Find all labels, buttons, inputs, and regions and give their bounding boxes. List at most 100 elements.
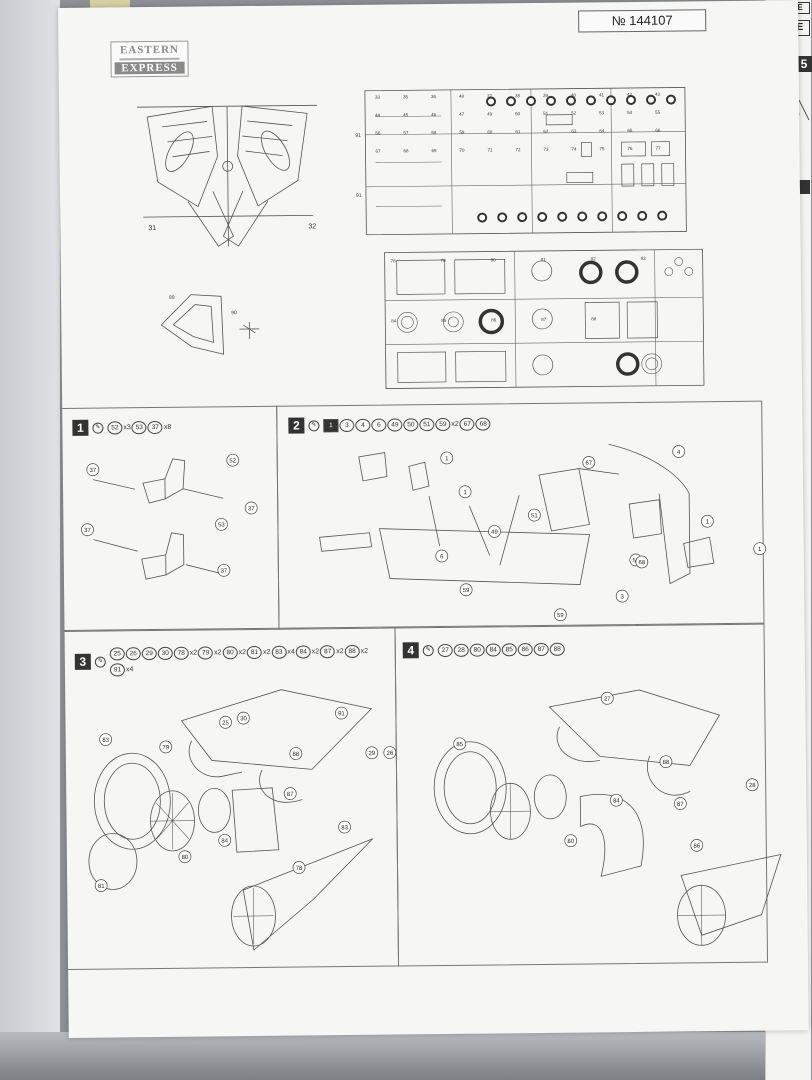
part-number: 79 bbox=[198, 646, 214, 660]
callout-circle bbox=[94, 879, 108, 892]
callout-label: 91 bbox=[338, 711, 345, 717]
brand-logo-rule bbox=[119, 57, 180, 61]
part-number: 1 bbox=[323, 418, 339, 432]
part-number: 29 bbox=[141, 647, 157, 661]
tree-a-side-label-1: 91 bbox=[355, 133, 361, 139]
glue-icon: ✎ bbox=[92, 422, 104, 434]
sprue-part-number: 62 bbox=[543, 129, 549, 134]
sprue-part-number: 73 bbox=[543, 147, 549, 152]
sprue-part-number: 81 bbox=[541, 257, 547, 262]
sprue-part-number: 77 bbox=[655, 146, 661, 151]
part-number: 84 bbox=[485, 642, 501, 657]
callout-label: 86 bbox=[693, 844, 700, 850]
sprue-part-number: 40 bbox=[571, 93, 577, 98]
callout-circle bbox=[453, 737, 467, 751]
part-chip: 84 bbox=[485, 642, 501, 657]
canopy-drawing: 89 90 bbox=[160, 294, 260, 355]
part-quantity: x4 bbox=[125, 666, 134, 674]
part-number: 84 bbox=[295, 645, 311, 659]
callout-label: 80 bbox=[567, 839, 574, 845]
callout-label: 84 bbox=[613, 798, 620, 804]
callout-circle bbox=[745, 778, 759, 792]
part-number: 78 bbox=[173, 646, 189, 660]
part-number: 26 bbox=[125, 647, 141, 661]
sprue-part-number: 87 bbox=[541, 317, 547, 322]
part-number: 27 bbox=[437, 643, 453, 657]
callout-label: 37 bbox=[89, 468, 96, 474]
part-number: 91 bbox=[109, 663, 126, 677]
part-number: 80 bbox=[469, 643, 485, 657]
callout-circle bbox=[488, 525, 501, 538]
part-quantity: x2 bbox=[451, 420, 459, 428]
sprue-part-number: 39 bbox=[543, 93, 549, 98]
glue-icon: ✎ bbox=[94, 656, 106, 668]
callout-label: 37 bbox=[84, 528, 91, 534]
callout-label: 53 bbox=[218, 523, 225, 529]
callout-label: 28 bbox=[749, 783, 756, 789]
sprue-part-number: 72 bbox=[515, 147, 521, 152]
adjacent-step-marker bbox=[798, 180, 810, 194]
part-chip: 49 bbox=[387, 417, 403, 432]
sprue-part-number: 71 bbox=[487, 147, 493, 152]
step-1-number: 1 bbox=[72, 419, 89, 436]
part-chip: 27 bbox=[437, 643, 453, 657]
sprue-part-number: 52 bbox=[571, 111, 577, 116]
part-quantity: x2 bbox=[311, 648, 320, 656]
callout-label: 26 bbox=[386, 751, 393, 757]
brand-logo: EASTERN EXPRESS bbox=[110, 40, 189, 78]
callout-circle bbox=[335, 706, 348, 720]
part-chip: 28 bbox=[453, 643, 469, 657]
callout-label: 85 bbox=[456, 742, 463, 748]
part-number: 88 bbox=[549, 642, 565, 656]
callout-label: 52 bbox=[229, 458, 236, 464]
callout-label: 79 bbox=[162, 745, 169, 751]
part-number: 80 bbox=[222, 646, 238, 660]
callout-circle bbox=[159, 740, 173, 754]
part-number: 67 bbox=[459, 417, 475, 431]
sprue-part-number: 56 bbox=[375, 131, 381, 136]
step-2-drawing: 167415114950668159593 bbox=[319, 443, 767, 622]
callout-circle bbox=[753, 542, 767, 556]
callout-circle bbox=[659, 755, 673, 769]
part-quantity: x4 bbox=[287, 648, 295, 656]
sprue-part-number: 68 bbox=[403, 148, 409, 153]
part-number: 49 bbox=[387, 417, 403, 432]
callout-label: 1 bbox=[445, 456, 449, 462]
callout-circle bbox=[458, 485, 472, 499]
part-number: 37 bbox=[147, 420, 163, 434]
callout-circle bbox=[672, 445, 686, 458]
sprue-part-number: 86 bbox=[491, 317, 497, 322]
callout-circle bbox=[440, 451, 454, 465]
sprue-part-number: 80 bbox=[491, 257, 497, 262]
callout-label: 51 bbox=[531, 513, 538, 519]
sprue-part-number: 35 bbox=[403, 94, 409, 99]
sprue-part-number: 54 bbox=[627, 110, 633, 115]
callout-label: 49 bbox=[491, 530, 498, 536]
part-chip: 1 bbox=[323, 418, 339, 432]
sprue-part-number: 43 bbox=[655, 92, 661, 97]
part-chip: 30 bbox=[157, 646, 173, 660]
callout-circle bbox=[215, 517, 228, 531]
part-chip: 67 bbox=[459, 417, 475, 431]
wing-label-32: 32 bbox=[308, 223, 316, 230]
callout-label: 87 bbox=[287, 792, 294, 798]
part-number: 53 bbox=[131, 420, 147, 434]
callout-circle bbox=[244, 501, 258, 515]
part-chip: 51 bbox=[419, 417, 435, 431]
callout-label: 84 bbox=[221, 839, 228, 845]
part-number: 81 bbox=[246, 645, 263, 660]
sprue-part-number: 53 bbox=[599, 110, 605, 115]
callout-label: 80 bbox=[182, 855, 189, 861]
sprue-part-number: 41 bbox=[599, 92, 605, 97]
